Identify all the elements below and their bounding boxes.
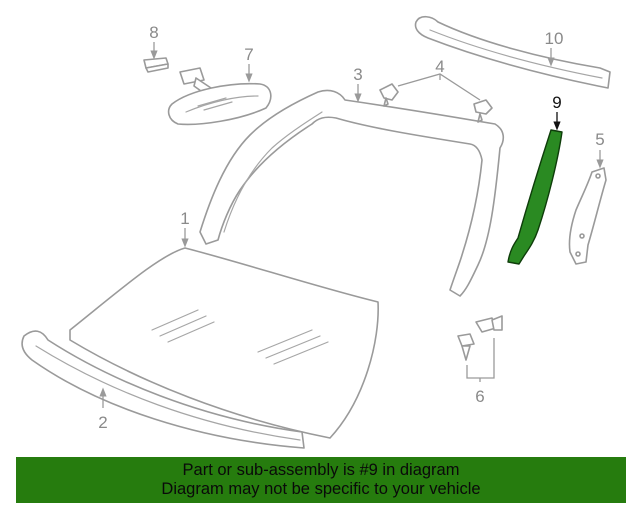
clip-left[interactable]: [379, 83, 399, 107]
roof-molding[interactable]: [414, 15, 611, 89]
windshield-glass[interactable]: [69, 247, 379, 439]
callout-2: 2: [98, 387, 108, 432]
svg-text:4: 4: [435, 57, 444, 76]
callout-7: 7: [244, 45, 254, 83]
svg-text:2: 2: [98, 413, 107, 432]
svg-text:6: 6: [475, 387, 484, 406]
reveal-molding[interactable]: [199, 89, 505, 297]
lower-molding[interactable]: [21, 330, 305, 449]
screw-upper[interactable]: [475, 315, 503, 333]
svg-text:5: 5: [595, 130, 604, 149]
callout-9: 9: [552, 93, 562, 131]
svg-text:3: 3: [353, 65, 362, 84]
callout-4: 4: [397, 57, 481, 101]
rear-view-mirror[interactable]: [167, 67, 272, 126]
callout-10: 10: [545, 29, 564, 67]
screw-lower[interactable]: [457, 333, 475, 361]
callout-5: 5: [595, 130, 605, 169]
pillar-molding-highlighted[interactable]: [507, 129, 563, 265]
parts-diagram: 1 2 3 4 5 6 7 8 9 10: [21, 15, 611, 449]
svg-text:7: 7: [244, 45, 253, 64]
svg-text:10: 10: [545, 29, 564, 48]
mirror-mount[interactable]: [143, 57, 169, 73]
pillar-bracket[interactable]: [568, 167, 607, 265]
svg-text:9: 9: [552, 93, 561, 112]
banner-line-disclaimer: Diagram may not be specific to your vehi…: [161, 480, 481, 498]
svg-text:8: 8: [149, 23, 158, 42]
part-info-banner: Part or sub-assembly is #9 in diagram Di…: [16, 457, 626, 503]
callout-6: 6: [466, 338, 495, 406]
callout-8: 8: [149, 23, 159, 60]
callout-1: 1: [180, 209, 190, 248]
banner-line-part-number: Part or sub-assembly is #9 in diagram: [182, 461, 460, 479]
callout-3: 3: [353, 65, 363, 103]
svg-text:1: 1: [180, 209, 189, 228]
clip-right[interactable]: [473, 99, 493, 123]
